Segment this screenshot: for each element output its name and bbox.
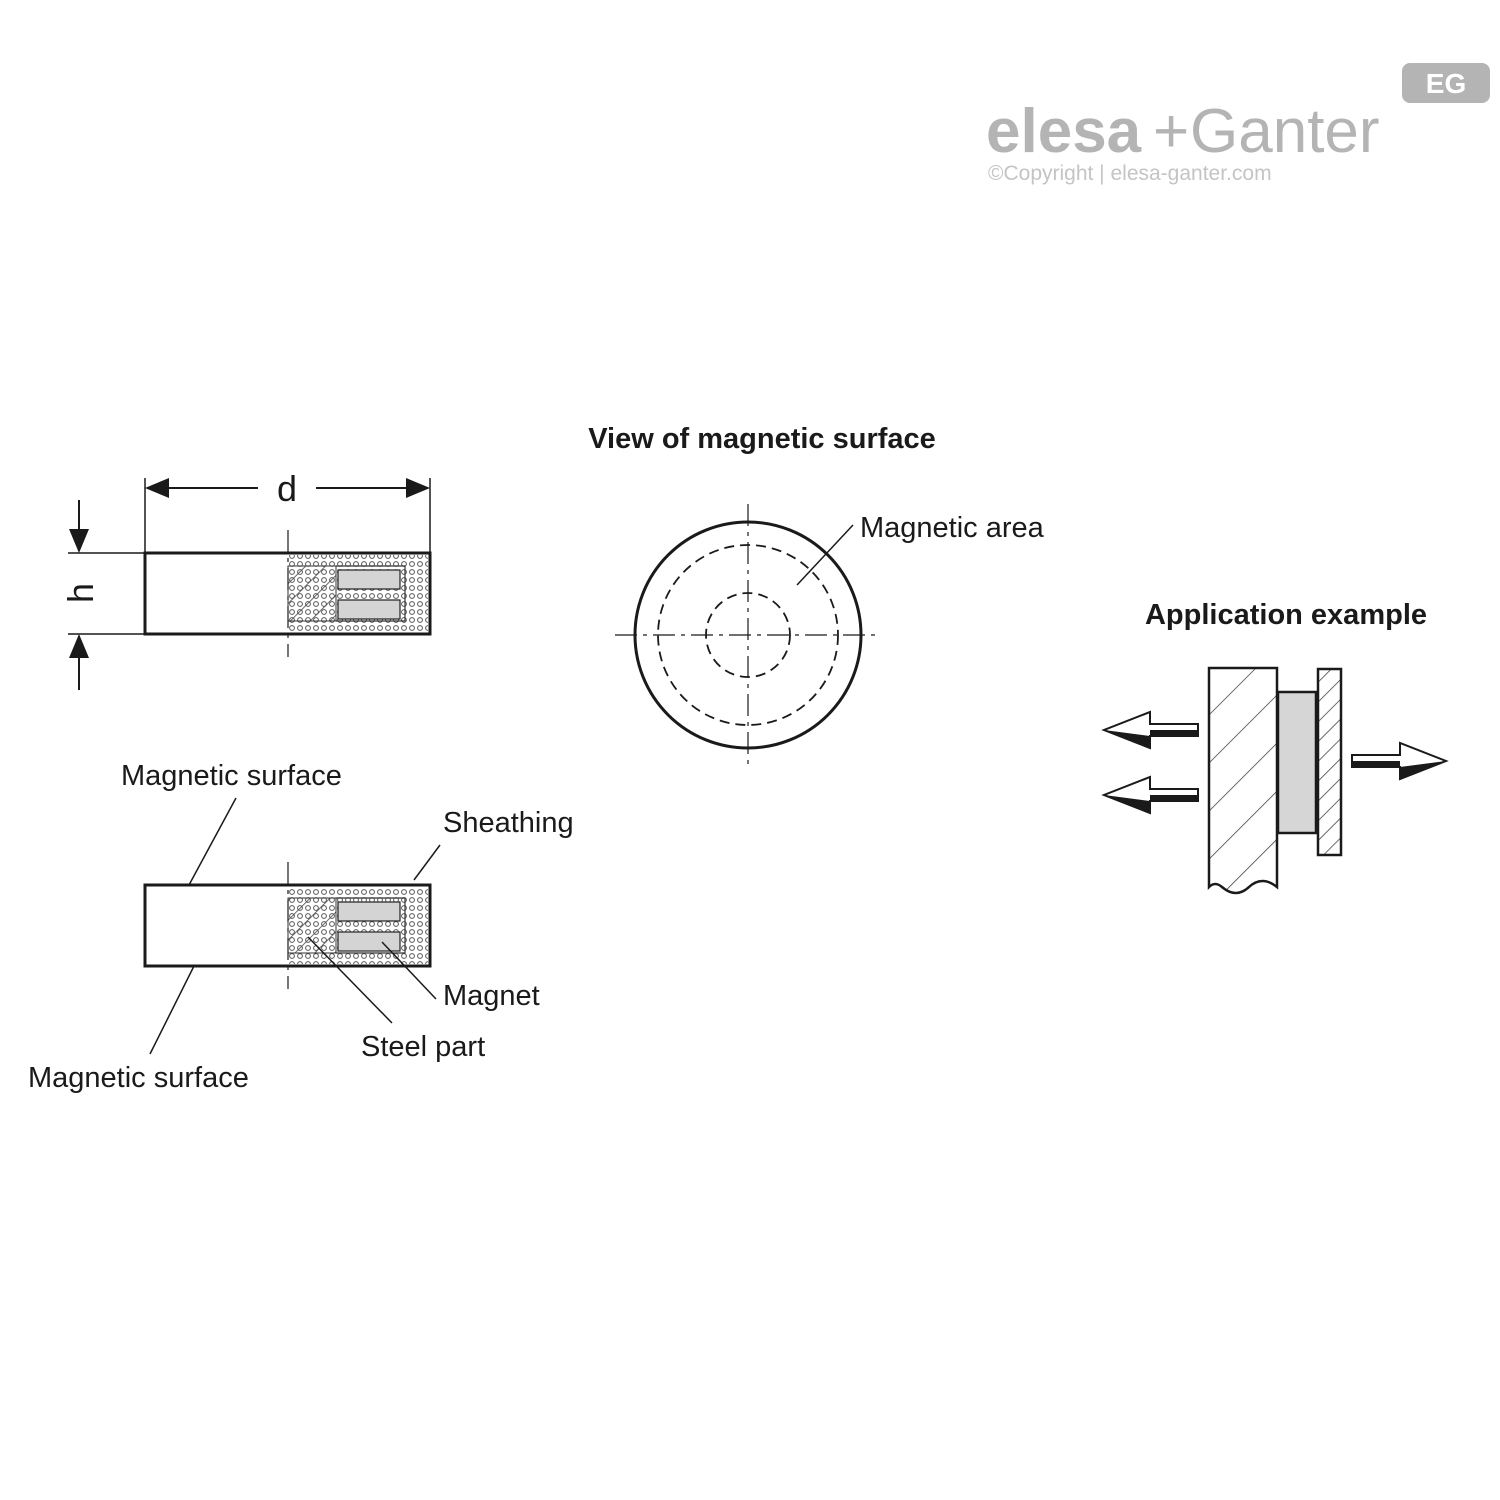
wall-section <box>1207 666 1279 895</box>
brand-name-ganter: Ganter <box>1190 97 1380 166</box>
steel-part-section-2 <box>287 897 337 954</box>
application-example: Application example <box>1101 599 1449 895</box>
magnet-block <box>1276 690 1318 835</box>
leader-magnet <box>381 941 437 1000</box>
d-dimension-label: d <box>277 468 297 509</box>
application-title: Application example <box>1145 599 1427 631</box>
copyright-text: ©Copyright | elesa-ganter.com <box>988 162 1272 185</box>
labeled-side-view: Magnetic surface Sheathing Magnet Steel … <box>28 760 574 1094</box>
label-magnetic-surface-bottom: Magnetic surface <box>28 1062 249 1094</box>
brand-logo: EG elesa + Ganter ©Copyright | elesa-gan… <box>986 63 1490 185</box>
steel-part-section <box>287 565 337 622</box>
magnet-piece-top-2 <box>337 901 401 922</box>
label-magnet: Magnet <box>443 980 540 1012</box>
steel-pole-shape-2 <box>336 897 406 954</box>
magnet-piece-top <box>337 569 401 590</box>
eg-badge-text: EG <box>1426 68 1466 99</box>
magnet-piece-bottom <box>337 599 401 620</box>
force-arrow-right <box>1351 741 1449 781</box>
h-dimension-label: h <box>60 583 101 603</box>
brand-plus: + <box>1153 97 1189 166</box>
magnetic-surface-view: View of magnetic surface Magnetic area <box>588 423 1045 767</box>
leader-magnetic-surface-bottom <box>149 965 195 1055</box>
dimensioned-side-view: d h <box>60 468 432 690</box>
steel-pole-shape <box>336 565 406 622</box>
label-magnetic-area: Magnetic area <box>860 512 1045 544</box>
steel-plate <box>1316 667 1343 857</box>
leader-steel-part <box>307 936 393 1024</box>
eg-badge <box>1402 63 1490 103</box>
label-magnetic-surface-top: Magnetic surface <box>121 760 342 792</box>
magnet-piece-bottom-2 <box>337 931 401 952</box>
force-arrow-left-top <box>1101 710 1199 750</box>
view-title: View of magnetic surface <box>588 423 936 455</box>
leader-magnetic-surface-top <box>188 797 237 886</box>
force-arrow-left-bottom <box>1101 775 1199 815</box>
label-sheathing: Sheathing <box>443 807 574 839</box>
leader-sheathing <box>413 844 441 881</box>
brand-name-elesa: elesa <box>986 97 1142 166</box>
leader-magnetic-area <box>796 524 854 586</box>
label-steel-part: Steel part <box>361 1031 485 1063</box>
